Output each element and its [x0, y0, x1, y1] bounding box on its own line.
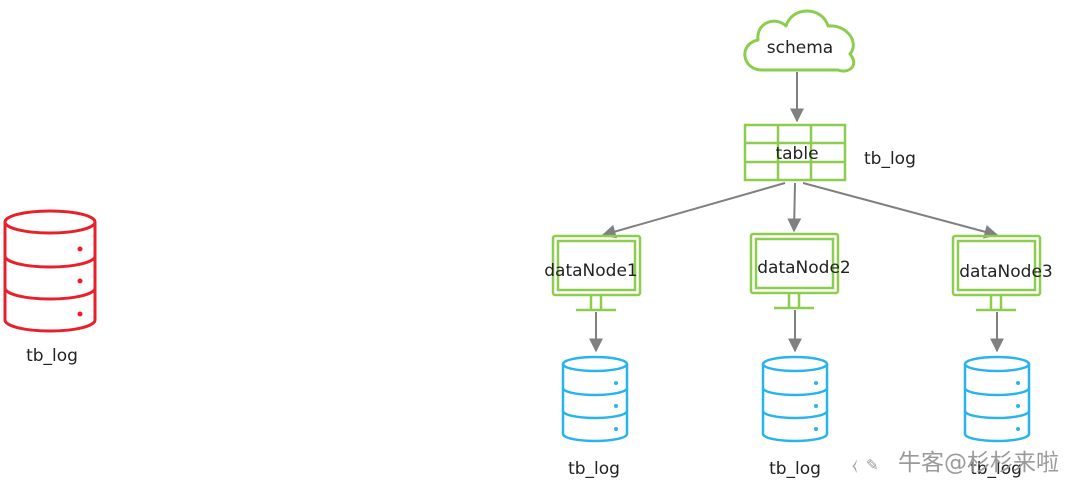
watermark: ⧼ ✎ 牛客@杉杉来啦 — [852, 450, 1059, 476]
node-label: dataNode2 — [757, 258, 850, 278]
node-label: dataNode1 — [544, 261, 637, 281]
watermark-text: 牛客@杉杉来啦 — [898, 450, 1059, 476]
pen-icon: ✎ — [866, 456, 879, 474]
schema-cloud: schema — [743, 9, 856, 73]
monitor-icon — [749, 232, 840, 310]
data-node-1: dataNode1 tb_log — [544, 234, 642, 479]
cloud-icon — [743, 9, 856, 73]
cloud-label: schema — [767, 38, 833, 58]
arrow-table-to-node3 — [802, 182, 999, 239]
arrow-table-to-node2 — [787, 182, 802, 233]
watermark-icon: ⧼ — [852, 456, 857, 474]
source-database: tb_log — [3, 209, 97, 366]
source-db-label: tb_log — [26, 346, 78, 366]
monitor-icon — [951, 234, 1042, 312]
data-node-2: dataNode2 tb_log — [749, 232, 851, 479]
database-icon — [963, 355, 1031, 443]
table-icon — [743, 123, 847, 182]
data-node-3: dataNode3 tb_log — [951, 234, 1053, 479]
connectors — [589, 72, 1004, 353]
table-label: table — [775, 144, 818, 164]
database-icon — [3, 209, 97, 333]
database-icon — [761, 355, 829, 443]
monitor-icon — [551, 234, 642, 312]
node-db-label: tb_log — [769, 459, 821, 479]
database-icon — [561, 355, 629, 443]
node-db-label: tb_log — [568, 459, 620, 479]
arrow-table-to-node1 — [601, 182, 786, 239]
node-db-label: tb_log — [970, 459, 1022, 479]
table-side-label: tb_log — [864, 149, 916, 169]
node-label: dataNode3 — [959, 262, 1052, 282]
logical-table: table tb_log — [743, 123, 916, 182]
